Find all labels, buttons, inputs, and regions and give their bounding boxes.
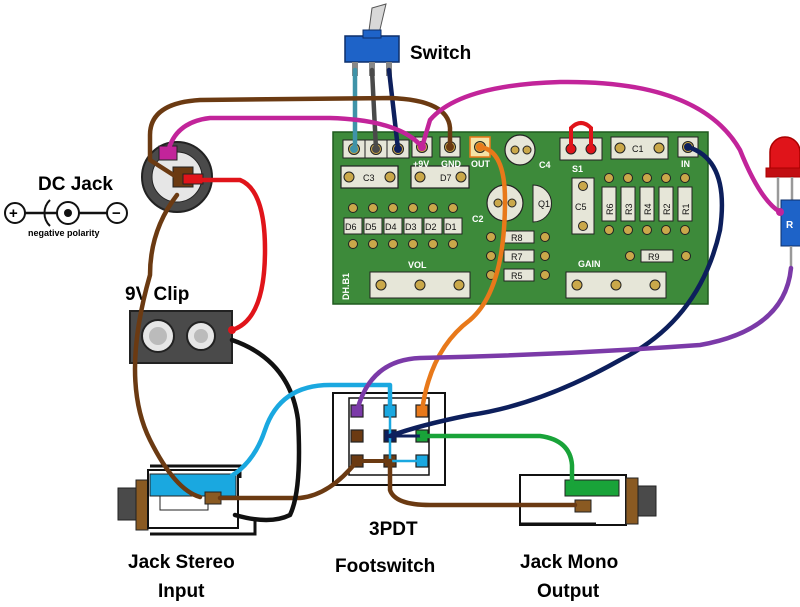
footswitch-label-line1: 3PDT bbox=[369, 519, 418, 540]
pcb-board: C3 D7 +9V GND OUT C4 S1 bbox=[332, 121, 709, 305]
r5-label: R5 bbox=[511, 271, 523, 281]
battery-clip bbox=[129, 310, 233, 364]
gain-label: GAIN bbox=[578, 259, 601, 269]
wire-battery-black bbox=[229, 337, 302, 523]
dc-plus-sign: + bbox=[9, 205, 18, 222]
c5-label: C5 bbox=[575, 202, 587, 212]
jack-out-label-line2: Output bbox=[537, 581, 600, 602]
diode-d3-label: D3 bbox=[405, 222, 417, 232]
wires bbox=[132, 67, 794, 523]
wire-gnd-brown bbox=[147, 95, 453, 179]
wire-in-navy bbox=[387, 144, 725, 439]
wire-9v-magenta bbox=[419, 79, 783, 215]
r4-label: R4 bbox=[643, 203, 653, 215]
jack-mono-output bbox=[519, 474, 657, 526]
r9-label: R9 bbox=[648, 252, 660, 262]
wire-led-purple bbox=[354, 265, 794, 414]
diode-d4-label: D4 bbox=[385, 222, 397, 232]
diode-d1-label: D1 bbox=[445, 222, 457, 232]
switch-label: Switch bbox=[410, 43, 471, 64]
s1-label: S1 bbox=[572, 164, 583, 174]
dc-minus-sign: − bbox=[112, 205, 121, 222]
wire-input-cyan bbox=[207, 382, 393, 488]
c3-label: C3 bbox=[363, 173, 375, 183]
diode-d5-label: D5 bbox=[365, 222, 377, 232]
pad-out-label: OUT bbox=[471, 159, 491, 169]
diode-d6-label: D6 bbox=[345, 222, 357, 232]
d7-label: D7 bbox=[440, 173, 452, 183]
clip-label: 9V Clip bbox=[125, 284, 189, 305]
r2-label: R2 bbox=[662, 203, 672, 215]
r8-label: R8 bbox=[511, 233, 523, 243]
diode-row: D6 D5 D4 D3 D2 D1 bbox=[343, 200, 463, 249]
dc-polarity-label: negative polarity bbox=[28, 228, 100, 238]
wire-dcjack-magenta bbox=[165, 115, 425, 155]
dc-polarity-symbol: + − bbox=[4, 199, 128, 227]
r1-label: R1 bbox=[681, 203, 691, 215]
pad-gnd-label: GND bbox=[441, 159, 462, 169]
wire-switch-navy bbox=[386, 67, 401, 152]
wire-output-brown bbox=[387, 458, 578, 508]
jack-out-label-line1: Jack Mono bbox=[520, 552, 618, 573]
r6-label: R6 bbox=[605, 203, 615, 215]
wire-output-green bbox=[419, 433, 575, 488]
led-resistor-label: R bbox=[786, 220, 794, 231]
c2-label: C2 bbox=[472, 214, 484, 224]
transistor-label: Q1 bbox=[538, 199, 550, 209]
connection-points bbox=[228, 143, 784, 334]
wire-switch-gray bbox=[369, 67, 379, 152]
diode-d2-label: D2 bbox=[425, 222, 437, 232]
wire-battery-red bbox=[190, 177, 268, 333]
r7-label: R7 bbox=[511, 252, 523, 262]
c1-label: C1 bbox=[632, 144, 644, 154]
footswitch-label-line2: Footswitch bbox=[335, 556, 435, 577]
dc-jack-label: DC Jack bbox=[38, 174, 113, 195]
c4-label: C4 bbox=[539, 160, 551, 170]
jack-in-label-line1: Jack Stereo bbox=[128, 552, 235, 573]
led: R bbox=[765, 136, 800, 268]
pad-9v-label: +9V bbox=[413, 159, 429, 169]
pad-in-label: IN bbox=[681, 159, 690, 169]
board-id-label: DH.B1 bbox=[341, 273, 351, 300]
wire-input-brown bbox=[217, 458, 360, 501]
r3-label: R3 bbox=[624, 203, 634, 215]
wire-dcjack-brown bbox=[132, 192, 203, 500]
toggle-switch bbox=[344, 3, 400, 76]
vol-label: VOL bbox=[408, 260, 427, 270]
jack-in-label-line2: Input bbox=[158, 581, 205, 602]
